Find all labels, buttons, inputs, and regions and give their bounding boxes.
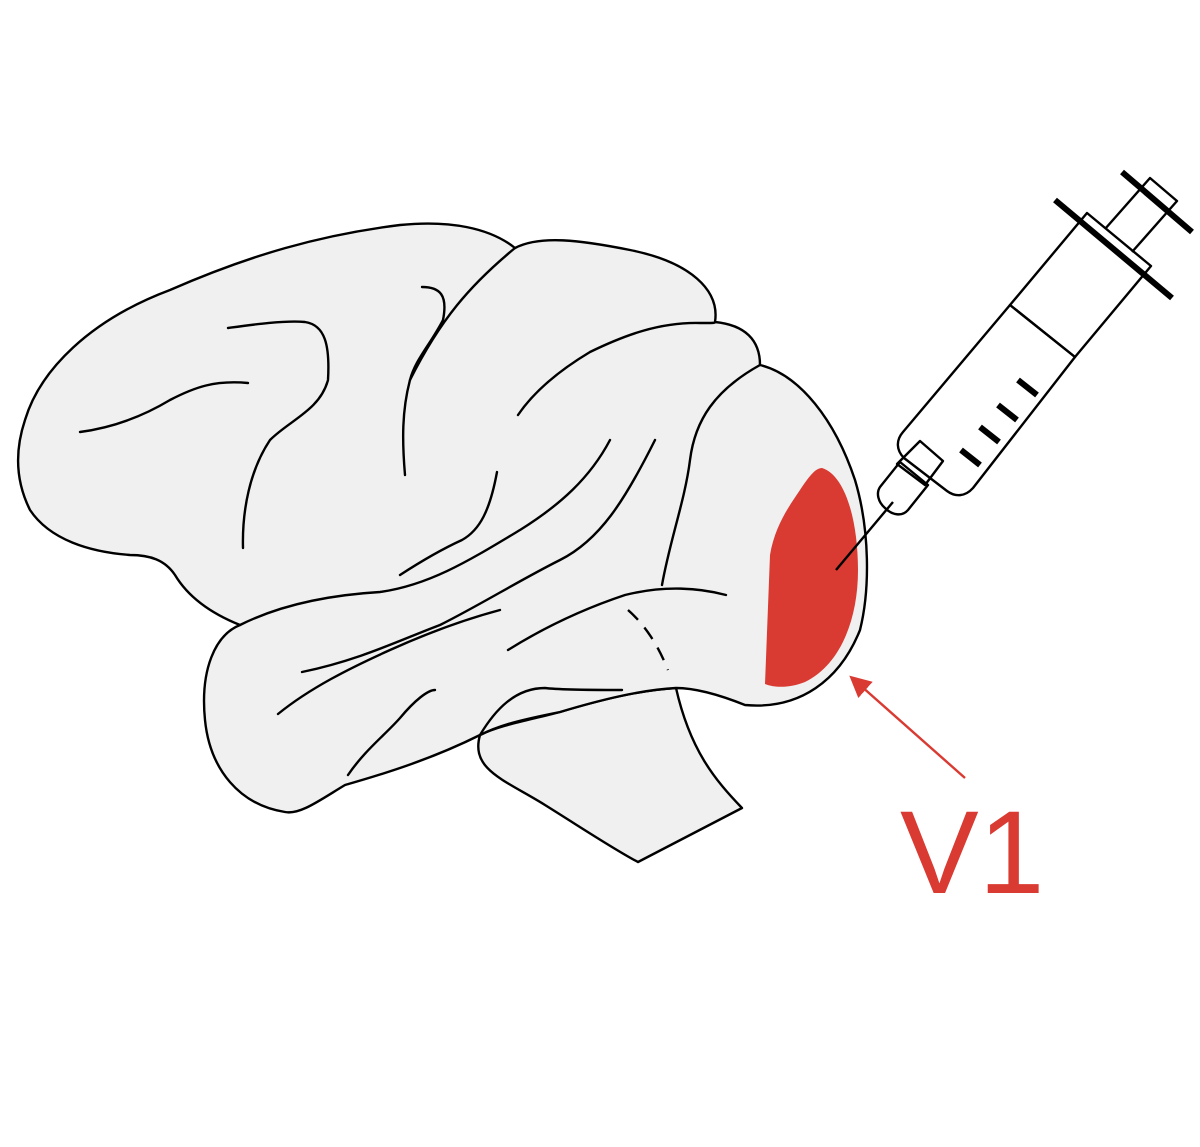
syringe-tick <box>996 402 1019 423</box>
sulcus-line <box>398 470 499 577</box>
brain-outline <box>16 222 869 814</box>
v1-region <box>765 468 858 687</box>
syringe-hub <box>876 460 930 516</box>
sulcus-line <box>660 363 762 587</box>
pointer-arrow <box>849 675 966 779</box>
syringe-tip <box>895 439 945 487</box>
sulci <box>78 246 762 777</box>
syringe-plunger-handle <box>1120 169 1194 235</box>
sulcus-line <box>401 285 446 477</box>
v1-label: V1 <box>900 787 1044 919</box>
sulcus-line <box>276 608 502 716</box>
syringe-barrel <box>1008 211 1153 359</box>
syringe-tick <box>959 447 982 468</box>
sulcus-line <box>300 438 657 674</box>
syringe-tick <box>1016 377 1039 398</box>
syringe-fluid <box>896 303 1077 497</box>
sulcus-line <box>238 438 612 627</box>
syringe-flange <box>1053 197 1174 301</box>
sulcus-line <box>506 587 728 652</box>
sulcus-line <box>516 320 717 417</box>
syringe-plunger-rod <box>1104 176 1179 253</box>
sulcus-line <box>408 246 517 382</box>
syringe <box>835 169 1194 571</box>
sulcus-line <box>346 688 437 777</box>
sulcus-line <box>226 320 330 550</box>
syringe-needle <box>835 501 894 571</box>
sulcus-line <box>78 381 250 434</box>
sulcus-dashed-line <box>627 609 670 671</box>
syringe-tick <box>978 424 1001 445</box>
sulcus-line <box>478 686 624 737</box>
